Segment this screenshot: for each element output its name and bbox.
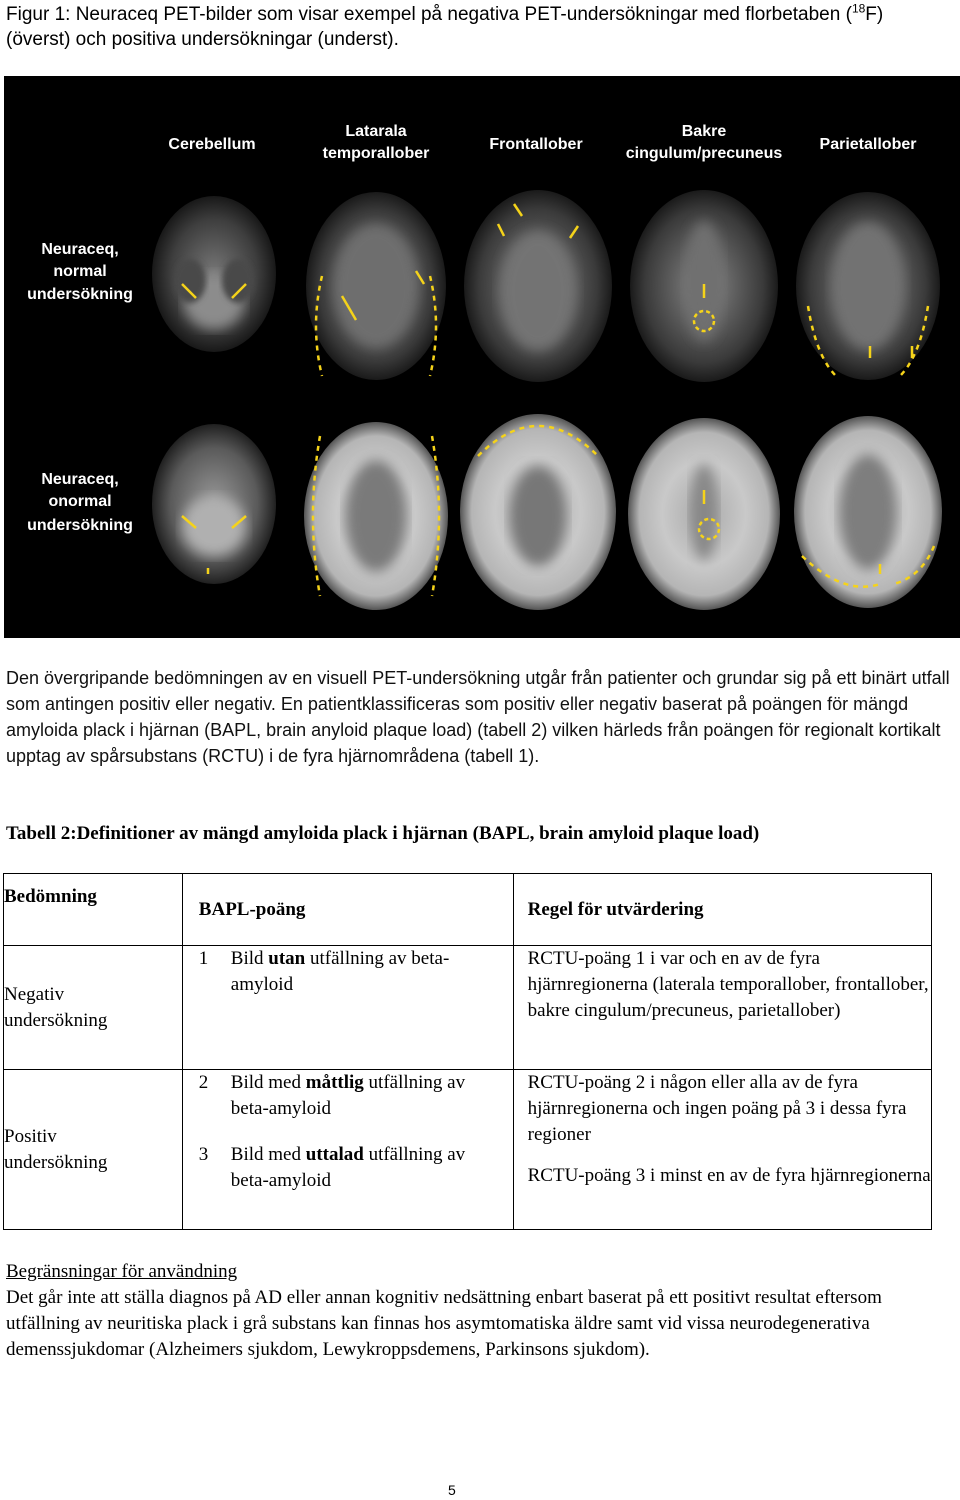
arrow-icon	[568, 225, 580, 239]
dashed-contour	[801, 555, 881, 588]
table-row-negative: Negativ undersökning 1 Bild utan utfällni…	[3, 945, 933, 1070]
label-cingulum-line1: Bakre	[682, 123, 727, 140]
brain-scan-normal-frontal	[464, 190, 612, 382]
dashed-contour	[314, 275, 324, 377]
dashed-circle	[697, 517, 721, 541]
label-normal-line2: normal	[53, 263, 106, 280]
positive-label-line2: undersökning	[4, 1151, 108, 1173]
brain-scan-abnormal-temporal	[304, 422, 448, 610]
positive-score-cell: 2 Bild med måttlig utfällning av beta-amy…	[181, 1069, 514, 1230]
row-labels: Neuraceq, normal undersökning Neuraceq, …	[27, 241, 133, 534]
label-abnormal-line3: undersökning	[27, 517, 133, 534]
bapl-table: Bedömning BAPL-poäng Regel för utvärderi…	[3, 873, 933, 1230]
label-normal-line1: Neuraceq,	[41, 241, 118, 258]
negative-label: Negativ undersökning	[3, 945, 183, 1070]
positive-rule-2: RCTU-poäng 2 i någon eller alla av de fy…	[527, 1072, 907, 1145]
header-rule: Regel för utvärdering	[512, 873, 933, 946]
page-number: 5	[448, 1482, 456, 1498]
header-assessment: Bedömning	[3, 873, 183, 946]
arrow-icon	[181, 515, 197, 529]
bapl-score-2: 2	[198, 1072, 209, 1093]
arrow-icon	[414, 270, 426, 285]
dashed-contour	[428, 275, 438, 377]
arrow-icon	[181, 283, 197, 299]
bapl-desc-1: Bild utan utfällning av beta-amyloid	[230, 948, 450, 995]
bapl-score-3: 3	[198, 1144, 209, 1165]
dashed-contour	[893, 545, 936, 586]
brain-scan-normal-parietal	[796, 192, 940, 380]
positive-rule-3: RCTU-poäng 3 i minst en av de fyra hjärn…	[527, 1165, 931, 1186]
label-abnormal-line1: Neuraceq,	[41, 471, 118, 488]
figure-caption: Figur 1: Neuraceq PET-bilder som visar e…	[6, 1, 884, 50]
dashed-circle	[692, 309, 716, 333]
limitations-heading: Begränsningar för användning	[6, 1261, 238, 1282]
negative-rule: RCTU-poäng 1 i var och en av de fyra hjä…	[512, 945, 933, 1070]
label-parietal: Parietallober	[820, 136, 917, 153]
table-row-positive: Positiv undersökning 2 Bild med måttlig u…	[3, 1069, 933, 1230]
annotations	[181, 203, 936, 597]
brain-scan-normal-cerebellum	[152, 196, 276, 352]
bapl-desc-2: Bild med måttlig utfällning av beta-amyl…	[230, 1072, 466, 1119]
label-cingulum-line2: cingulum/precuneus	[626, 145, 783, 162]
pet-figure: Cerebellum Latarala temporallober Fronta…	[4, 76, 960, 638]
table-title: Tabell 2:Definitioner av mängd amyloida …	[6, 823, 760, 844]
brain-scan-abnormal-cerebellum	[152, 424, 276, 584]
dashed-contour	[806, 305, 837, 377]
dashed-contour	[430, 435, 441, 597]
arrow-icon	[496, 223, 506, 237]
arrow-icon	[512, 203, 524, 217]
column-labels: Cerebellum Latarala temporallober Fronta…	[168, 123, 916, 162]
label-abnormal-line2: onormal	[48, 493, 111, 510]
label-temporal-line2: temporallober	[323, 145, 430, 162]
brain-scan-abnormal-frontal	[460, 414, 616, 610]
negative-score-cell: 1 Bild utan utfällning av beta-amyloid	[181, 945, 514, 1070]
label-normal-line3: undersökning	[27, 286, 133, 303]
bapl-score-1: 1	[198, 948, 209, 969]
negative-label-line2: undersökning	[4, 1009, 108, 1031]
bapl-desc-3: Bild med uttalad utfällning av beta-amyl…	[230, 1144, 466, 1191]
label-temporal-line1: Latarala	[345, 123, 406, 140]
dashed-contour	[899, 305, 930, 377]
label-cerebellum: Cerebellum	[168, 136, 255, 153]
arrow-icon	[231, 283, 247, 299]
dashed-contour	[311, 435, 322, 597]
brain-scan-abnormal-cingulum	[628, 418, 780, 610]
limitations-text: Det går inte att ställa diagnos på AD el…	[6, 1287, 882, 1360]
positive-label: Positiv undersökning	[3, 1069, 183, 1230]
negative-label-line1: Negativ	[4, 983, 65, 1005]
positive-rule-cell: RCTU-poäng 2 i någon eller alla av de fy…	[512, 1069, 933, 1230]
brain-scan-abnormal-parietal	[794, 416, 942, 608]
body-paragraph: Den övergripande bedömningen av en visue…	[6, 668, 950, 766]
header-bapl-score: BAPL-poäng	[181, 873, 514, 946]
arrow-icon	[231, 515, 247, 529]
table-header-row: Bedömning BAPL-poäng Regel för utvärderi…	[3, 873, 933, 946]
label-frontal: Frontallober	[489, 136, 582, 153]
brain-scan-normal-temporal	[306, 192, 446, 380]
arrow-icon	[340, 295, 358, 321]
positive-label-line1: Positiv	[4, 1125, 57, 1147]
